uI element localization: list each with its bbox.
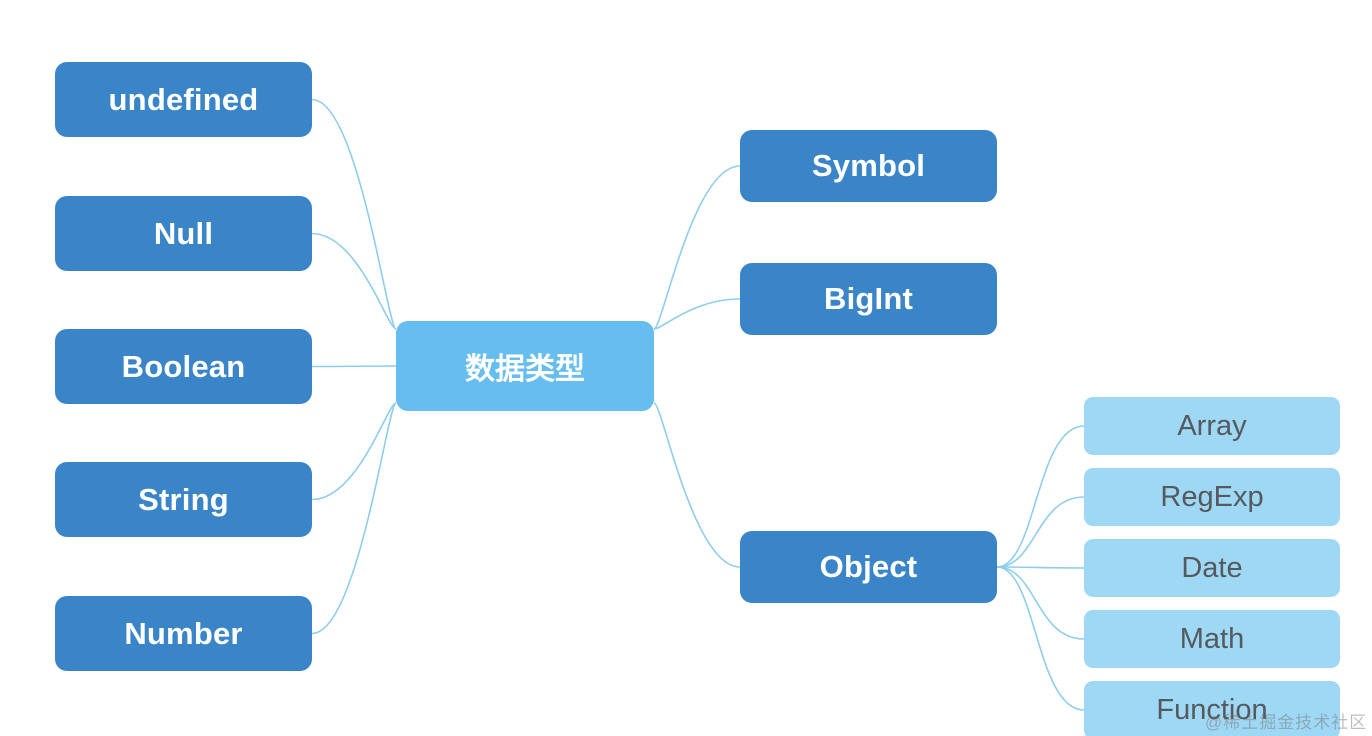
connector-left-2	[311, 365, 397, 368]
leaf-node-label: Array	[1177, 409, 1247, 442]
connector-right-0	[653, 165, 741, 330]
connector-object-child-4	[996, 566, 1085, 711]
leaf-node-label: Function	[1156, 693, 1268, 726]
connector-object-child-0	[996, 425, 1085, 568]
branch-node-null[interactable]: Null	[55, 196, 312, 271]
branch-node-undefined[interactable]: undefined	[55, 62, 312, 137]
root-node-data-types[interactable]: 数据类型	[396, 321, 654, 411]
branch-node-label: Object	[819, 549, 918, 584]
branch-node-label: String	[138, 481, 229, 517]
leaf-node-array[interactable]: Array	[1084, 397, 1340, 455]
watermark: @稀土掘金技术社区	[1205, 708, 1367, 733]
branch-node-label: BigInt	[823, 281, 913, 316]
connector-object-child-3	[996, 566, 1085, 640]
leaf-node-label: Math	[1179, 622, 1245, 655]
connector-object-child-2	[996, 566, 1085, 569]
leaf-node-regexp[interactable]: RegExp	[1084, 468, 1340, 526]
connector-left-0	[311, 98, 397, 330]
branch-node-label: Null	[153, 215, 214, 251]
branch-node-label: undefined	[108, 81, 259, 117]
leaf-node-math[interactable]: Math	[1084, 610, 1340, 668]
leaf-node-label: Date	[1181, 551, 1243, 584]
branch-node-symbol[interactable]: Symbol	[740, 130, 997, 202]
branch-node-bigint[interactable]: BigInt	[740, 263, 997, 335]
root-node-label: 数据类型	[465, 353, 585, 386]
leaf-node-function[interactable]: Function	[1084, 681, 1340, 736]
branch-node-object[interactable]: Object	[740, 531, 997, 603]
connector-left-1	[311, 232, 397, 330]
connector-left-3	[311, 402, 397, 501]
branch-node-label: Number	[124, 615, 243, 651]
branch-node-label: Symbol	[811, 148, 926, 183]
leaf-node-label: RegExp	[1160, 480, 1264, 513]
connector-left-4	[311, 402, 397, 635]
leaf-node-date[interactable]: Date	[1084, 539, 1340, 597]
connector-object-child-1	[996, 496, 1085, 568]
connector-right-2	[653, 402, 741, 568]
branch-node-boolean[interactable]: Boolean	[55, 329, 312, 404]
branch-node-label: Boolean	[121, 348, 246, 384]
branch-node-number[interactable]: Number	[55, 596, 312, 671]
branch-node-string[interactable]: String	[55, 462, 312, 537]
connector-right-1	[653, 298, 741, 330]
watermark-text: @稀土掘金技术社区	[1205, 713, 1368, 732]
